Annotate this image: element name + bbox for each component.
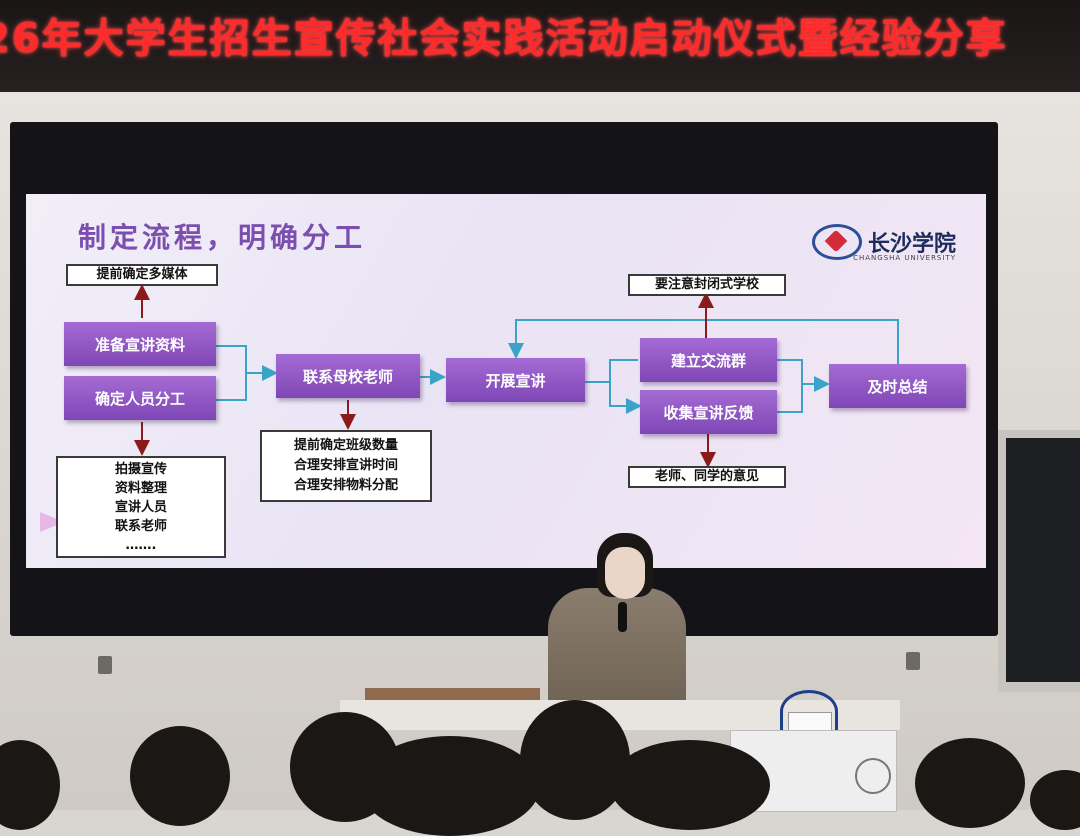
note-class-plan-line: 提前确定班级数量 (293, 438, 398, 453)
note-task-line: 联系老师 (114, 518, 167, 534)
wall-socket-icon (98, 656, 112, 674)
podium-emblem-icon (855, 758, 891, 794)
note-tasks: 拍摄宣传 资料整理 宣讲人员 联系老师 ……. (56, 456, 226, 558)
side-monitor-screen (1006, 438, 1080, 682)
note-class-plan-line: 合理安排宣讲时间 (293, 458, 398, 473)
presentation-slide: 制定流程，明确分工 长沙学院 CHANGSHA UNIVERSITY 提前确定多… (26, 194, 986, 568)
note-class-plan-line: 合理安排物料分配 (293, 478, 398, 493)
microphone-icon (618, 602, 627, 632)
logo-name: 长沙学院 (867, 231, 956, 257)
audience-head (130, 726, 230, 826)
note-class-plan: 提前确定班级数量 合理安排宣讲时间 合理安排物料分配 (260, 430, 432, 502)
note-task-line: ……. (125, 537, 157, 553)
note-task-line: 资料整理 (114, 480, 167, 496)
node-collect-feedback: 收集宣讲反馈 (640, 390, 777, 434)
node-assign-people: 确定人员分工 (64, 376, 216, 420)
university-emblem-icon (811, 224, 862, 260)
connector-start-split (585, 359, 638, 406)
node-start-talk: 开展宣讲 (446, 358, 585, 402)
connector-right-merge (777, 359, 826, 413)
audience-head (520, 700, 630, 820)
note-task-line: 宣讲人员 (114, 499, 167, 515)
wall-socket-icon (906, 652, 920, 670)
bag-handle (780, 690, 838, 733)
slide-title: 制定流程，明确分工 (78, 221, 367, 254)
note-opinions: 老师、同学的意见 (628, 466, 786, 488)
logo-subtitle: CHANGSHA UNIVERSITY (853, 254, 956, 262)
audience-head (360, 736, 540, 836)
note-task-line: 拍摄宣传 (114, 461, 167, 477)
banner-text: 26年大学生招生宣传社会实践活动启动仪式暨经验分享 (0, 16, 1008, 62)
led-banner: 26年大学生招生宣传社会实践活动启动仪式暨经验分享 (0, 0, 1080, 92)
note-media: 提前确定多媒体 (66, 264, 218, 286)
audience-head (610, 740, 770, 830)
audience-head (915, 738, 1025, 828)
node-prepare-materials: 准备宣讲资料 (64, 322, 216, 366)
node-build-group: 建立交流群 (640, 338, 777, 382)
connector-left-merge (216, 345, 274, 401)
side-monitor (998, 430, 1080, 692)
node-summary: 及时总结 (829, 364, 966, 408)
note-closed-school: 要注意封闭式学校 (628, 274, 786, 296)
presenter-face (605, 547, 645, 599)
node-contact-teachers: 联系母校老师 (276, 354, 420, 398)
presenter-body (548, 588, 686, 708)
university-logo: 长沙学院 CHANGSHA UNIVERSITY (811, 224, 956, 262)
flow-connectors (134, 284, 899, 468)
